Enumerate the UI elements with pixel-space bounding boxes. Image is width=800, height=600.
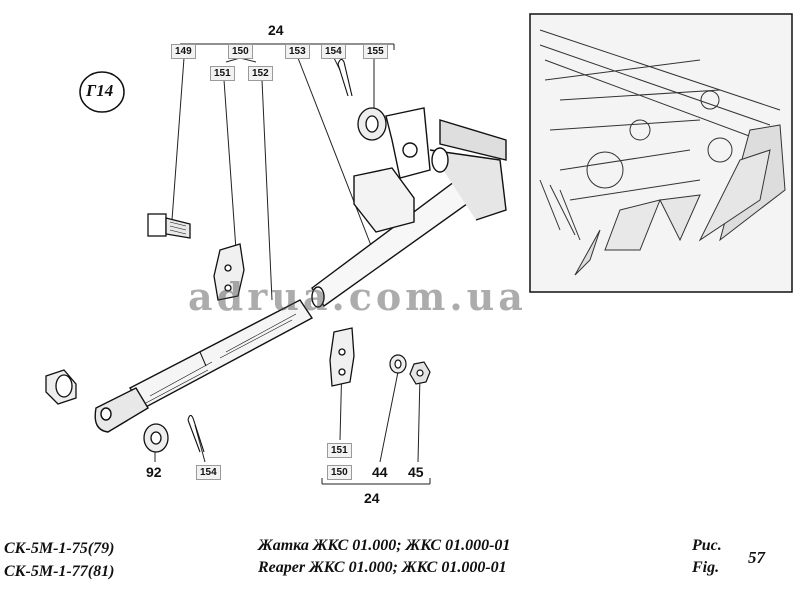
model-code-line2: СК-5М-1-77(81) bbox=[4, 563, 115, 580]
callout-24-bottom: 24 bbox=[364, 490, 380, 506]
callout-154-top: 154 bbox=[321, 44, 346, 59]
bracket-plate-lower bbox=[329, 327, 355, 387]
callout-92: 92 bbox=[146, 464, 162, 480]
leader-lines bbox=[154, 57, 421, 463]
model-code-line1: СК-5М-1-75(79) bbox=[4, 540, 115, 557]
callout-45: 45 bbox=[408, 464, 424, 480]
shaft-150-152 bbox=[94, 299, 314, 433]
callout-150-top: 150 bbox=[228, 44, 253, 59]
figure-id-badge: Г14 bbox=[86, 81, 114, 100]
figure-label-russian: Рис. bbox=[692, 537, 722, 554]
callout-151-top: 151 bbox=[210, 66, 235, 81]
washer-155 bbox=[357, 107, 387, 141]
bushing-left bbox=[45, 369, 77, 405]
callout-150-bottom: 150 bbox=[327, 465, 352, 480]
nut-45 bbox=[409, 361, 431, 385]
title-english: Reaper ЖКС 01.000; ЖКС 01.000-01 bbox=[258, 559, 507, 576]
callout-151-bottom: 151 bbox=[327, 443, 352, 458]
bracket-plate-upper bbox=[213, 243, 245, 301]
title-russian: Жатка ЖКС 01.000; ЖКС 01.000-01 bbox=[258, 537, 511, 554]
callout-44: 44 bbox=[372, 464, 388, 480]
cotter-pin-bottom bbox=[187, 414, 205, 453]
inset-photo bbox=[529, 13, 793, 293]
washer-44 bbox=[389, 354, 407, 374]
mounting-bracket bbox=[353, 107, 449, 233]
bolt-149 bbox=[147, 213, 191, 239]
callout-154-bottom: 154 bbox=[196, 465, 221, 480]
callout-155: 155 bbox=[363, 44, 388, 59]
figure-label-english: Fig. bbox=[692, 559, 720, 576]
watermark: adrua.com.ua bbox=[188, 274, 527, 319]
figure-id-badge-circle bbox=[79, 71, 125, 113]
callout-24-top: 24 bbox=[268, 22, 284, 38]
callout-149: 149 bbox=[171, 44, 196, 59]
shaft-153 bbox=[311, 119, 507, 308]
cotter-pin-top bbox=[337, 58, 353, 97]
figure-number: 57 bbox=[748, 548, 765, 567]
callout-153: 153 bbox=[285, 44, 310, 59]
washer-92 bbox=[143, 423, 169, 453]
callout-152: 152 bbox=[248, 66, 273, 81]
